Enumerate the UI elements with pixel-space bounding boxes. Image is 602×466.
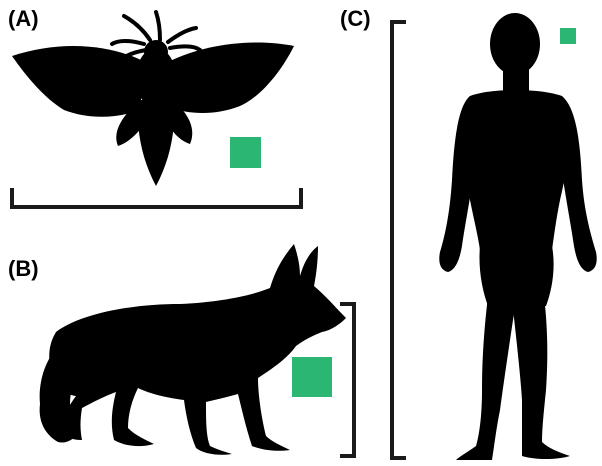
- scale-bracket-c: [392, 22, 406, 458]
- scale-bracket-a: [12, 188, 301, 207]
- canid-silhouette: [40, 244, 346, 455]
- scale-square-c: [560, 28, 576, 44]
- scale-square-a: [230, 137, 261, 168]
- scale-bracket-b: [340, 304, 354, 456]
- human-silhouette: [439, 13, 596, 460]
- scale-square-b: [292, 357, 332, 397]
